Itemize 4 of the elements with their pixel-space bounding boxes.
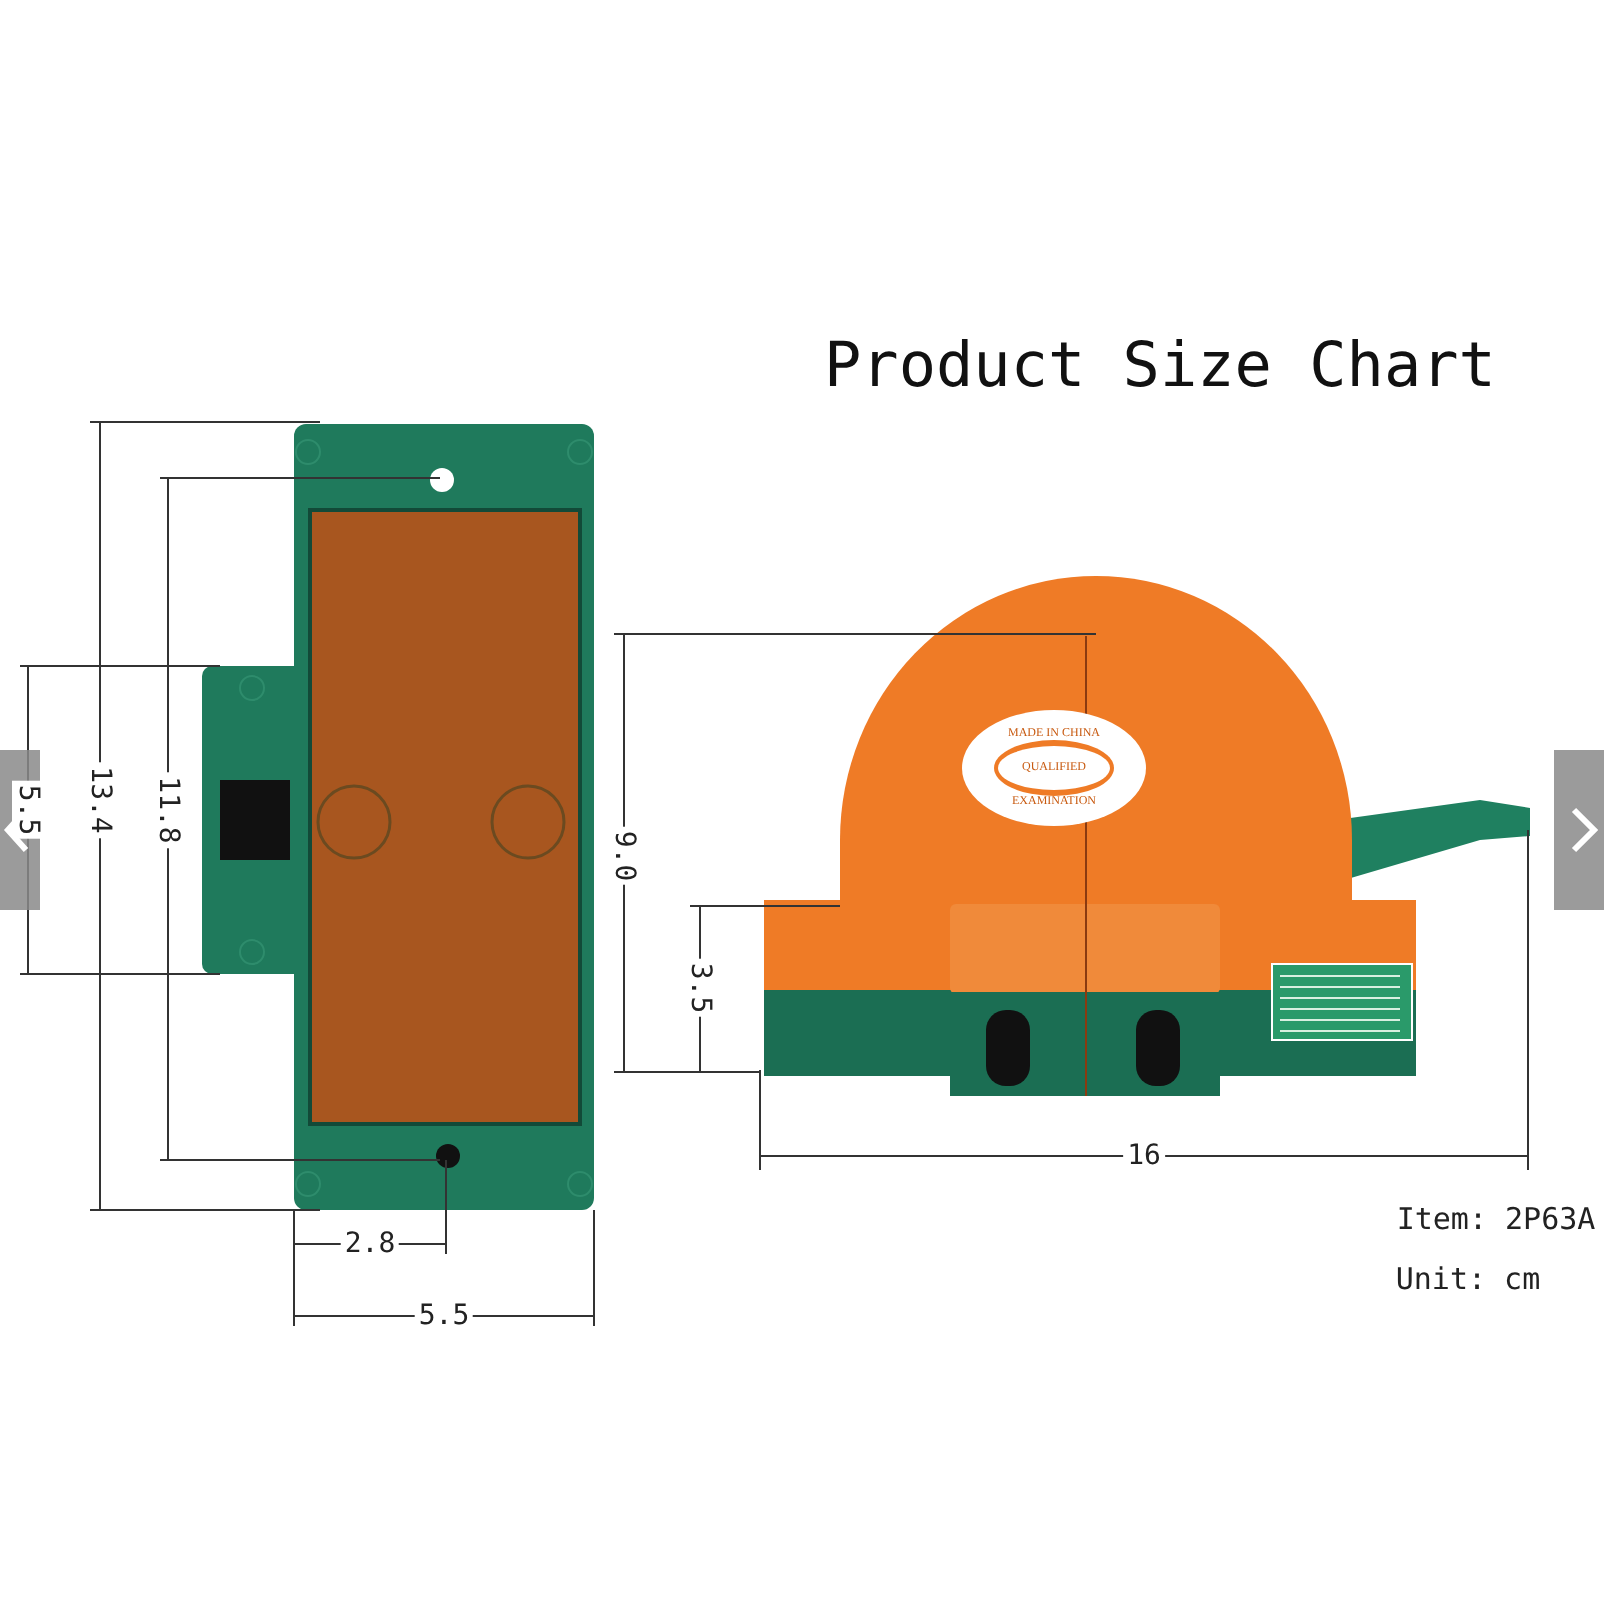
dimension-label: 5.5 <box>12 780 44 840</box>
title: Product Size Chart <box>824 336 1496 398</box>
spec-text: Unit: cm <box>1395 1265 1541 1295</box>
spec-text: Item: 2P63A <box>1396 1205 1596 1235</box>
